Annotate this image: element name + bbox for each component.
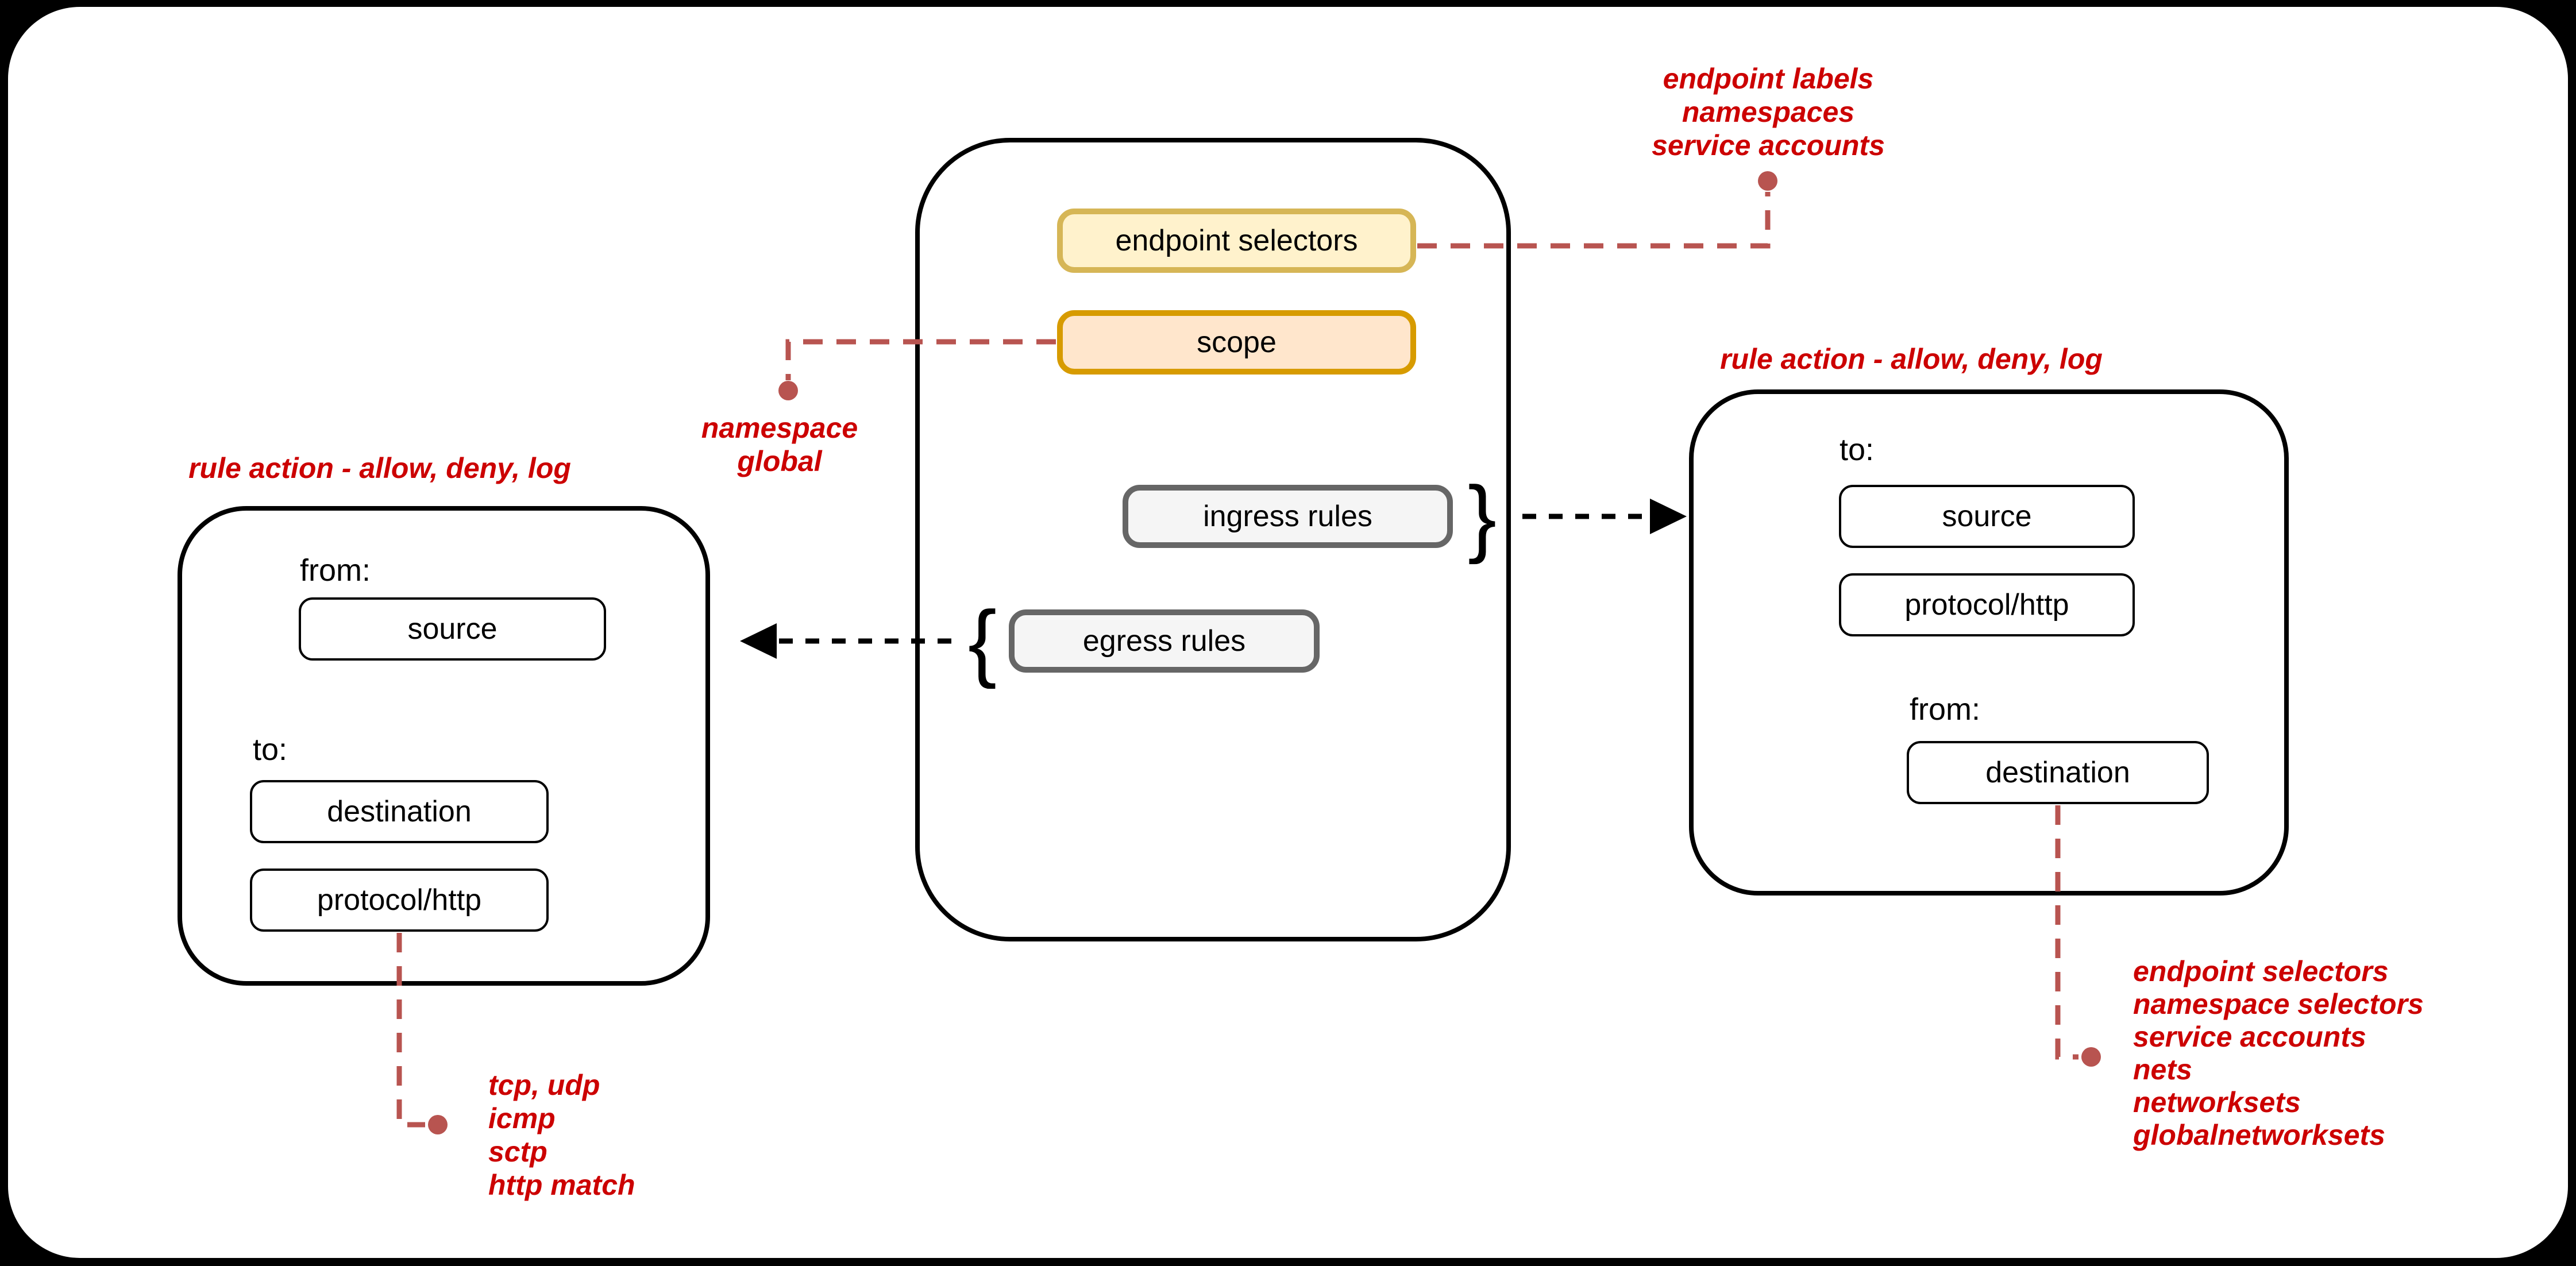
ingress-destination-node: destination: [1907, 741, 2209, 804]
egress-source-node: source: [299, 597, 606, 661]
annotation-line: global: [737, 445, 822, 477]
annotation-line: namespace selectors: [2133, 988, 2424, 1020]
annotation-line: endpoint labels: [1663, 63, 1874, 95]
egress-rules-node: egress rules: [1009, 609, 1320, 673]
endpoint-selector-values-annotation: endpoint labels namespaces service accou…: [1538, 62, 1998, 162]
annotation-line: namespace: [701, 412, 858, 444]
annotation-line: http match: [488, 1169, 635, 1201]
annotation-line: networksets: [2133, 1086, 2301, 1118]
protocol-values-annotation: tcp, udp icmp sctp http match: [488, 1068, 635, 1202]
egress-brace: {: [967, 593, 997, 689]
ingress-from-label: from:: [1910, 692, 1981, 727]
egress-protocol-node: protocol/http: [250, 869, 549, 932]
egress-rule-container: [178, 506, 710, 986]
annotation-line: service accounts: [1652, 129, 1885, 161]
annotation-line: namespaces: [1682, 96, 1855, 128]
annotation-line: nets: [2133, 1053, 2192, 1086]
egress-destination-node: destination: [250, 780, 549, 843]
ingress-protocol-node: protocol/http: [1839, 573, 2135, 636]
egress-to-label: to:: [253, 732, 288, 767]
egress-rule-action-title: rule action - allow, deny, log: [188, 452, 571, 484]
annotation-line: service accounts: [2133, 1021, 2366, 1053]
ingress-rules-node: ingress rules: [1123, 485, 1453, 548]
annotation-line: globalnetworksets: [2133, 1119, 2385, 1151]
annotation-line: icmp: [488, 1102, 556, 1134]
endpoint-selectors-node: endpoint selectors: [1057, 209, 1416, 273]
scope-values-annotation: namespace global: [607, 411, 952, 478]
ingress-rule-container: [1689, 389, 2289, 896]
ingress-brace: }: [1467, 468, 1497, 565]
scope-node: scope: [1057, 310, 1416, 375]
annotation-line: tcp, udp: [488, 1069, 600, 1101]
egress-from-label: from:: [300, 553, 371, 588]
annotation-line: sctp: [488, 1136, 547, 1168]
policy-container: [915, 138, 1511, 941]
ingress-rule-action-title: rule action - allow, deny, log: [1720, 343, 2103, 375]
annotation-line: endpoint selectors: [2133, 955, 2389, 987]
ingress-source-node: source: [1839, 485, 2135, 548]
ingress-to-label: to:: [1840, 433, 1875, 467]
destination-values-annotation: endpoint selectors namespace selectors s…: [2133, 955, 2424, 1152]
